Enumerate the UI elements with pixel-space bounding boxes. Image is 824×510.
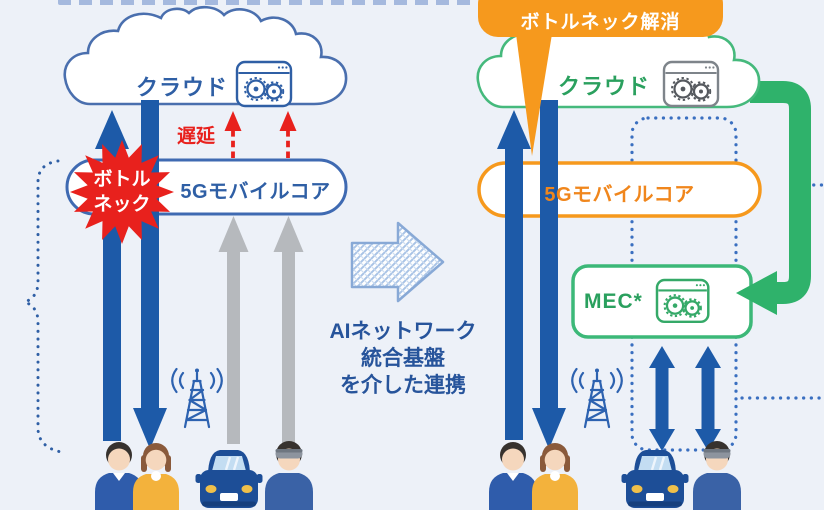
bottleneck-label-line1: ボトル: [93, 169, 151, 190]
vr-person-icon: [265, 441, 313, 510]
banner-callout: [478, 0, 723, 156]
banner-bubble: [478, 0, 723, 37]
cropped-title-fragment: [58, 0, 472, 5]
cloud-app-gears-icon-right: [662, 60, 720, 108]
gray-upload-arrows: [218, 216, 304, 444]
radio-tower-icon-right: [571, 367, 623, 429]
radio-tower-icon-left: [171, 367, 223, 429]
car-icon: [620, 448, 690, 510]
dotted-brace-left: [20, 159, 63, 454]
core-left-label: 5Gモバイルコア: [180, 181, 331, 203]
bottleneck-label-line2: ネック: [93, 194, 151, 215]
users-left-group: [95, 441, 313, 510]
cloud-right-label: クラウド: [558, 74, 651, 99]
mec-label: MEC*: [584, 290, 643, 313]
man-icon: [489, 442, 537, 510]
mec-bidirectional-arrows: [649, 346, 721, 451]
delay-label: 遅延: [177, 126, 216, 147]
transition-arrow: [350, 221, 445, 303]
transition-caption-line2: 統合基盤: [361, 347, 445, 370]
banner-label: ボトルネック解消: [520, 12, 681, 33]
cloud-app-gears-icon: [235, 60, 293, 108]
mec-app-gears-icon: [655, 278, 710, 324]
offload-arrow-green: [736, 81, 811, 315]
cloud-left-label: クラウド: [135, 75, 228, 100]
car-icon: [194, 448, 264, 510]
woman-icon: [532, 443, 578, 510]
bottleneck-label: ボトルネック: [72, 167, 172, 217]
downlink-arrow-right: [532, 100, 566, 449]
delay-dashed-arrows: [224, 111, 297, 158]
core-right-label: 5Gモバイルコア: [544, 184, 695, 206]
uplink-arrow-right: [497, 110, 531, 440]
transition-caption: AIネットワーク統合基盤を介した連携: [312, 318, 494, 399]
banner-pointer: [516, 34, 552, 156]
vr-person-icon: [693, 441, 741, 510]
transition-caption-line3: を介した連携: [340, 374, 466, 397]
woman-icon: [133, 443, 179, 510]
transition-caption-line1: AIネットワーク: [329, 320, 477, 343]
bottleneck-starburst: [70, 140, 174, 244]
